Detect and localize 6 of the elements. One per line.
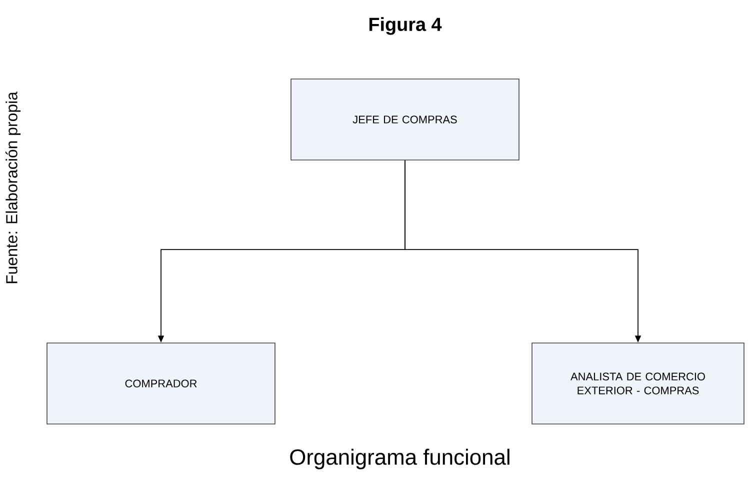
position-box: COMPRADOR <box>46 342 276 424</box>
figure-title: Figura 4 <box>369 17 442 35</box>
source-note: Fuente: Elaboración propia <box>5 92 21 284</box>
position-box: ANALISTA DE COMERCIO EXTERIOR - COMPRAS <box>532 342 744 424</box>
position-box: JEFE DE COMPRAS <box>290 78 520 160</box>
figure-caption: Organigrama funcional <box>290 448 510 470</box>
